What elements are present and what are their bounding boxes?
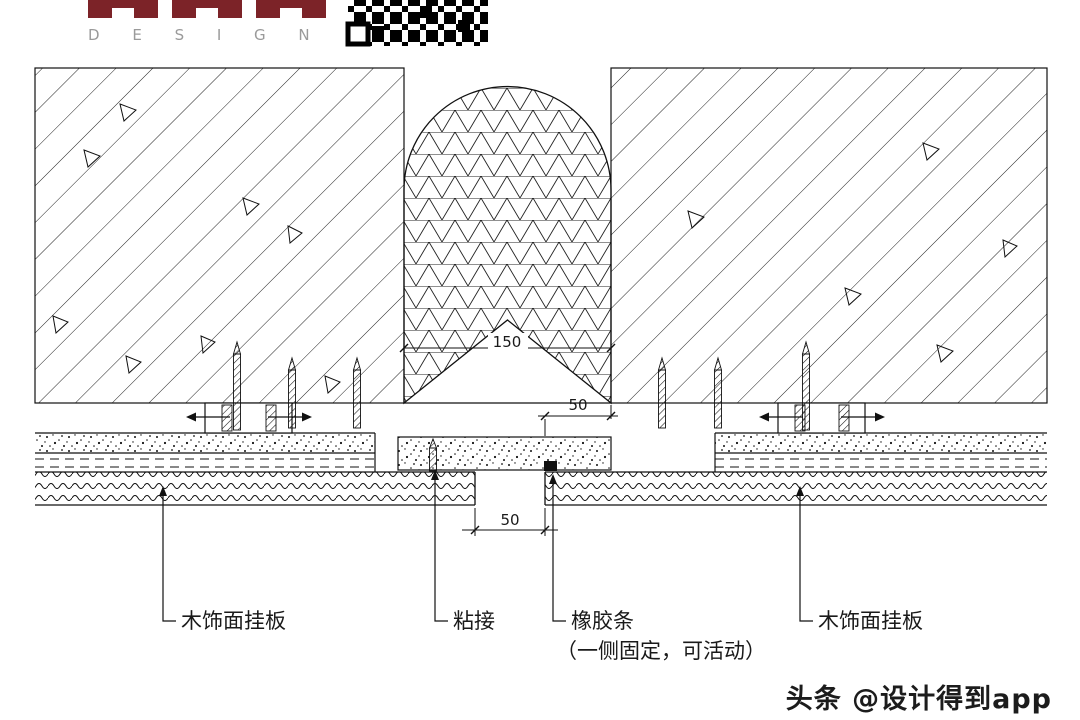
- screw-icon: [353, 357, 361, 429]
- dim-arch-width-value: 150: [493, 333, 522, 351]
- panel-assembly-right: [544, 432, 1047, 506]
- qr-code-icon: [345, 0, 488, 47]
- dimension-arch-width: 150: [399, 333, 616, 353]
- center-backer-block: [397, 436, 612, 472]
- callout-rubber-strip: 橡胶条 （一侧固定，可活动）: [549, 474, 766, 663]
- rubber-strip: [544, 461, 557, 471]
- adhesive-layer-right: [715, 433, 1047, 453]
- wood-panel-left: [35, 472, 475, 505]
- wall-hatch-right: [610, 67, 1048, 404]
- design-wordmark: D E S I G N: [88, 26, 324, 44]
- callout-left-panel-label: 木饰面挂板: [181, 609, 286, 633]
- aggregate-triangles: [687, 142, 1018, 363]
- screw-icon: [233, 341, 241, 431]
- callout-adhesive-label: 粘接: [453, 609, 495, 633]
- leader-arrow-icon: [431, 470, 439, 480]
- adhesive-fastener: [429, 447, 437, 472]
- aggregate-triangles: [52, 103, 341, 394]
- wall-hatch-left: [34, 67, 405, 404]
- callout-adhesive: 粘接: [431, 470, 495, 633]
- slide-arrow-icon: [759, 412, 769, 422]
- dim-edge-offset-value: 50: [568, 396, 587, 414]
- callout-left-panel: 木饰面挂板: [159, 486, 286, 633]
- panel-clip-right: [759, 402, 885, 434]
- screw-icon: [288, 357, 296, 429]
- callout-rubber-label: 橡胶条: [571, 609, 634, 633]
- screw-icon: [714, 357, 722, 429]
- leader-arrow-icon: [549, 474, 557, 484]
- watermark-text: 头条 @设计得到app: [786, 684, 1052, 715]
- panel-clip-left: [186, 402, 312, 434]
- callout-rubber-note: （一侧固定，可活动）: [556, 639, 766, 663]
- screw-icon: [658, 357, 666, 429]
- brand-logo: D E S I G N: [88, 0, 326, 44]
- leader-arrow-icon: [796, 486, 804, 496]
- callout-right-panel: 木饰面挂板: [796, 486, 923, 633]
- dimension-edge-offset: 50: [538, 396, 618, 436]
- slide-arrow-icon: [875, 412, 885, 422]
- dim-joint-gap-value: 50: [500, 511, 519, 529]
- adhesive-layer-left: [35, 433, 375, 453]
- callout-right-panel-label: 木饰面挂板: [818, 609, 923, 633]
- screw-icon: [802, 341, 810, 431]
- dimension-joint-gap: 50: [462, 508, 558, 536]
- wood-panel-right: [545, 472, 1047, 505]
- slide-arrow-icon: [302, 412, 312, 422]
- leader-arrow-icon: [159, 486, 167, 496]
- slide-arrow-icon: [186, 412, 196, 422]
- sealant-arch: [403, 85, 612, 405]
